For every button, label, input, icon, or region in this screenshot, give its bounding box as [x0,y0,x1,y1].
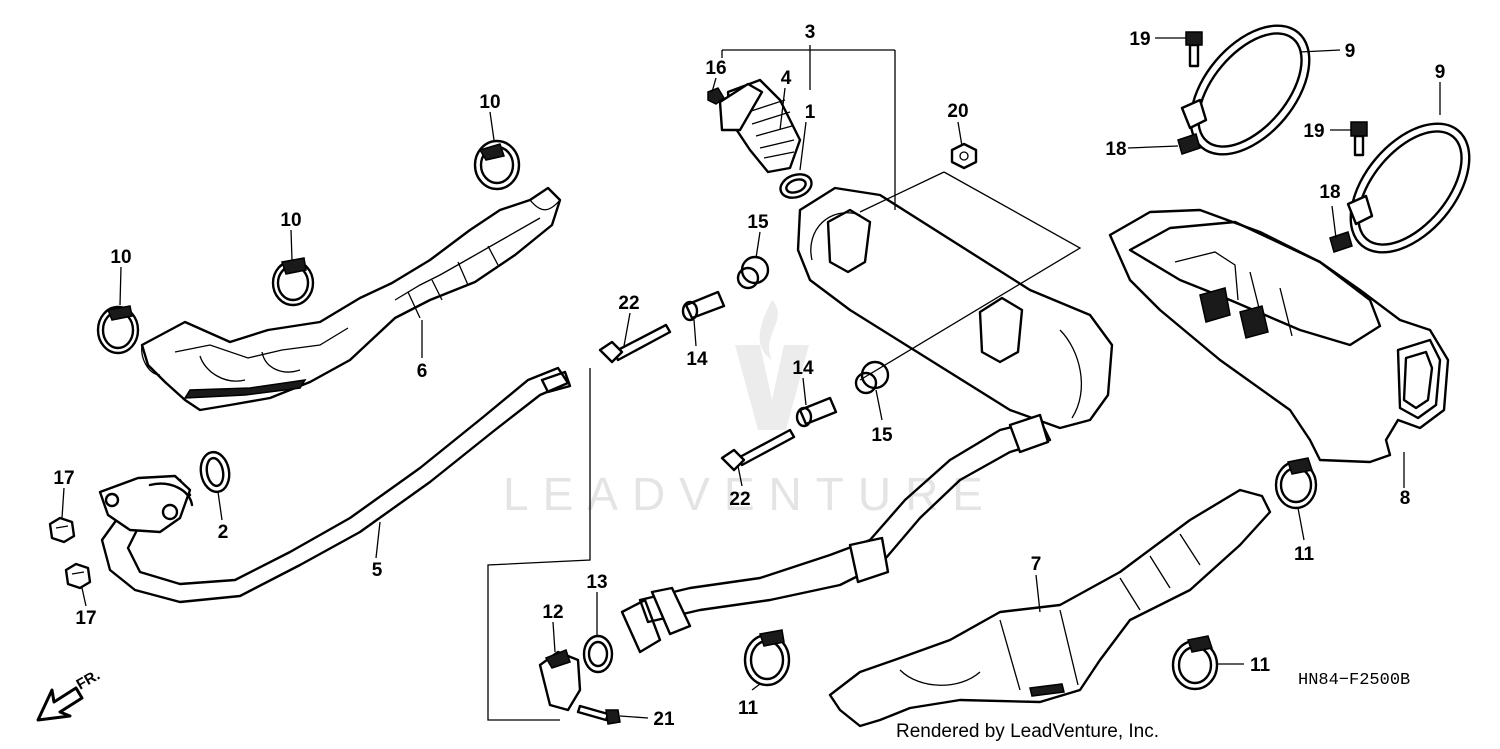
callout-7: 7 [1031,554,1042,575]
callout-17-upper: 17 [53,468,74,489]
callout-14-upper: 14 [686,349,708,370]
grommet-part15-upper [736,255,770,290]
band-clamp-part9-lower [1346,122,1471,254]
hose-clamp-part11-c [1171,635,1219,691]
callout-20: 20 [947,101,968,122]
callout-21: 21 [653,709,675,730]
callout-16: 16 [705,58,726,79]
collar-part14-upper [681,290,726,322]
muffler-part3 [796,186,1114,430]
diagram-code: HN84−F2500B [1298,671,1410,690]
bolt-part22-lower [720,428,796,472]
spark-arrestor-part4 [718,78,802,174]
callout-14-lower: 14 [792,358,814,379]
grommet-part15-lower [854,360,890,395]
callout-15-upper: 15 [747,212,769,233]
hose-clamp-part10-b [271,257,315,307]
render-credit: Rendered by LeadVenture, Inc. [896,721,1159,742]
hose-clamp-part11-a [743,629,791,687]
callout-11-a: 11 [738,698,759,719]
callout-6: 6 [417,361,428,382]
hose-clamp-part10-c [473,139,521,191]
callout-4: 4 [781,68,792,89]
bolt-part19-upper [1185,31,1203,68]
gasket-part2 [199,450,231,494]
band-clamp-part9-upper [1180,24,1311,156]
callout-18-upper: 18 [1105,139,1126,160]
watermark-logo [735,300,809,430]
callout-11-c: 11 [1250,655,1271,676]
front-arrow-icon [36,686,84,722]
callout-12: 12 [542,602,563,623]
nut-part18-upper [1177,133,1201,155]
callout-5: 5 [372,560,383,581]
bolt-part22-upper [598,323,672,364]
flange-nut-part17-lower [64,562,92,590]
callout-22-upper: 22 [618,293,639,314]
callout-13: 13 [586,572,607,593]
watermark: LEADVENTURE [503,300,997,520]
muffler-cover-part8 [1108,208,1450,464]
callout-3: 3 [805,22,816,43]
nut-part20 [950,142,978,170]
callout-2: 2 [218,522,229,543]
exhaust-pipe-part5 [98,366,572,604]
hose-clamp-part11-b [1274,457,1318,510]
callout-19-lower: 19 [1303,121,1324,142]
callout-11-b: 11 [1294,544,1315,565]
callout-9-upper: 9 [1345,41,1356,62]
callout-18-lower: 18 [1319,182,1340,203]
hose-clamp-part10-a [96,305,140,355]
callout-19-upper: 19 [1129,29,1150,50]
rear-heat-shield-part7 [828,488,1272,728]
bolt-part19-lower [1350,121,1368,157]
collar-part14-lower [795,396,838,428]
front-direction-indicator: FR. [36,667,103,722]
callout-10-a: 10 [110,247,131,268]
clamp-part12 [538,649,582,712]
gasket-part13 [582,634,614,674]
callout-15-lower: 15 [871,425,893,446]
leader-lines [61,37,1441,721]
callout-8: 8 [1400,488,1411,509]
flange-nut-part17-upper [48,516,76,544]
callout-17-lower: 17 [75,608,96,629]
bolt-part21 [576,704,621,725]
gasket-part1 [779,173,813,199]
watermark-text: LEADVENTURE [503,468,997,520]
nut-part18-lower [1329,231,1353,253]
callouts: 3 4 16 1 20 15 15 14 14 22 22 10 10 10 6… [53,22,1445,730]
front-heat-shield-part6 [140,186,562,412]
callout-22-lower: 22 [729,489,750,510]
callout-1: 1 [805,102,816,123]
callout-9-lower: 9 [1435,62,1446,83]
callout-10-b: 10 [280,210,301,231]
callout-10-c: 10 [479,92,500,113]
muffler-outlet-tube [620,413,1052,654]
